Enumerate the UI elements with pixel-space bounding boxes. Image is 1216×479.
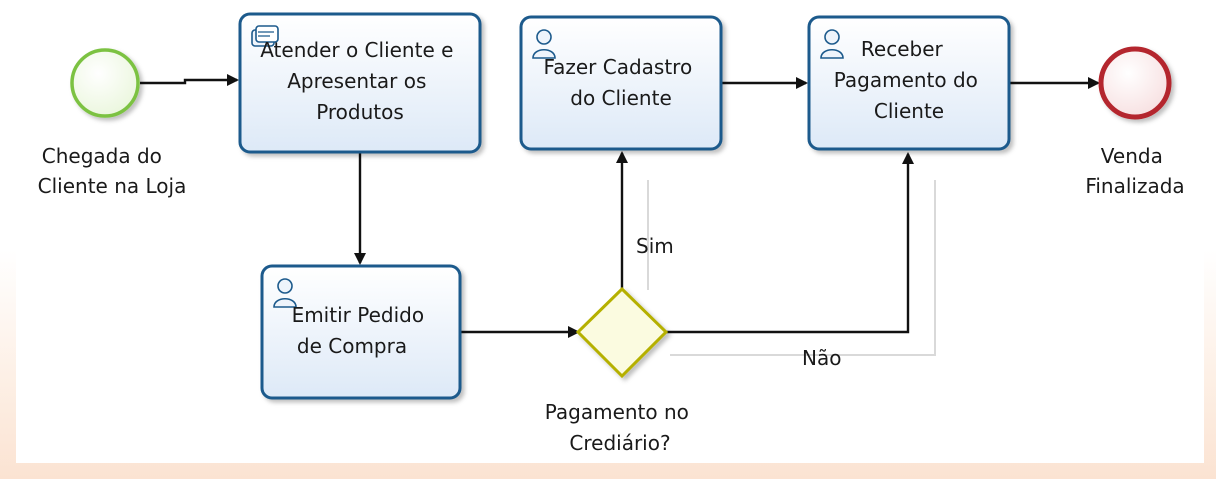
user-icon <box>273 278 297 308</box>
message-icon <box>251 25 279 47</box>
task-atender-cliente[interactable]: Atender o Cliente e Apresentar os Produt… <box>238 12 482 154</box>
task-cadastro-label: Fazer Cadastro do Cliente <box>543 55 698 110</box>
task-receber-pagamento[interactable]: Receber Pagamento do Cliente <box>807 15 1011 151</box>
start-event-label: Chegada do Cliente na Loja <box>38 144 187 198</box>
gateway-label: Pagamento no Crediário? <box>545 400 696 455</box>
task-receber-label: Receber Pagamento do Cliente <box>834 37 985 123</box>
task-emitir-pedido[interactable]: Emitir Pedido de Compra <box>260 264 462 400</box>
user-icon <box>532 29 556 59</box>
flow-yes-label: Sim <box>636 234 674 258</box>
flow-gateway-no[interactable] <box>666 152 914 334</box>
flow-no-label: Não <box>802 346 841 370</box>
task-emitir-label: Emitir Pedido de Compra <box>292 303 431 358</box>
task-atender-label: Atender o Cliente e Apresentar os Produt… <box>260 38 460 124</box>
end-event-label: Venda Finalizada <box>1085 144 1184 198</box>
gateway-pagamento-crediario[interactable] <box>575 286 669 379</box>
end-event[interactable] <box>1098 46 1172 120</box>
flow-shadow-no <box>670 180 936 356</box>
flow-start-to-atender[interactable] <box>140 74 239 86</box>
start-event[interactable] <box>70 48 140 118</box>
user-icon <box>820 29 844 59</box>
task-fazer-cadastro[interactable]: Fazer Cadastro do Cliente <box>519 15 723 151</box>
